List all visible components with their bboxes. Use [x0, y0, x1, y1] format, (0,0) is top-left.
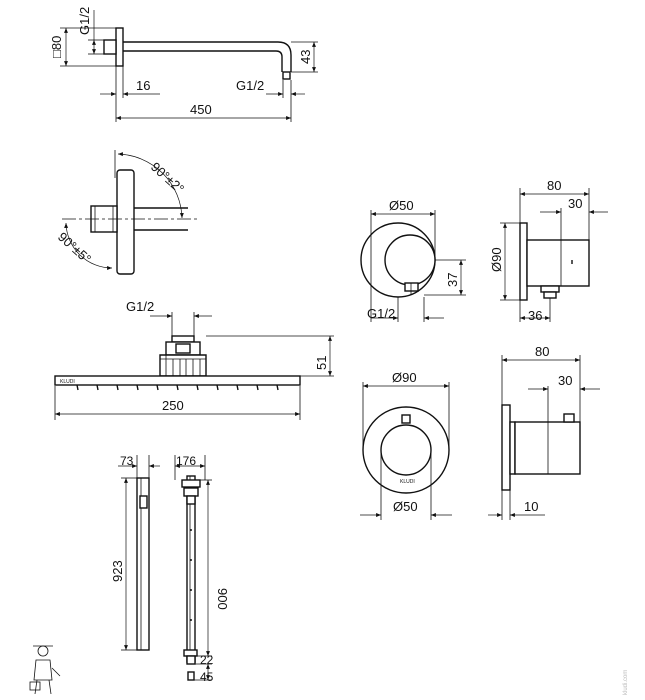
head-width-label: 250: [162, 398, 184, 413]
angle-lower-label: 90°±5°: [55, 229, 94, 266]
head-shower-drawing: KLUDI G1/2 51 250: [54, 299, 334, 420]
outlet-elbow-front-drawing: Ø50 37 G1/2: [360, 198, 466, 322]
head-shower-nozzles: [76, 384, 279, 391]
head-shower-logo: KLUDI: [60, 379, 75, 385]
head-thread-label: G1/2: [126, 299, 154, 314]
elbow-side-bottom-label: 36: [528, 308, 542, 323]
mixer-front-logo: KLUDI: [400, 479, 415, 485]
rail-right-dots: [190, 529, 192, 621]
elbow-front-inner-circle: [384, 234, 436, 286]
rail-right-top-label: 176: [176, 454, 196, 468]
mixer-front-outer-label: Ø90: [392, 370, 417, 385]
arm-drop-label: 43: [298, 50, 313, 64]
arm-wall-flange: [115, 27, 124, 67]
shower-arm-drawing: □80 G1/2 16 450 G1/2 43: [49, 7, 318, 122]
mixer-side-plate-label: 10: [524, 499, 538, 514]
mixer-front-inner-label: Ø50: [393, 499, 418, 514]
arm-outlet-thread: [282, 71, 291, 80]
mixer-side-drawing: 80 30 10: [488, 344, 600, 520]
arm-flange-label: □80: [49, 36, 64, 58]
plumber-mascot-icon: [29, 645, 61, 695]
rail-right-drawing: 176 900 22 45: [174, 454, 230, 684]
angle-wall-plate: [116, 169, 135, 275]
arm-inlet-nut: [103, 39, 117, 55]
arm-outlet-thread-label: G1/2: [236, 78, 264, 93]
arm-pipe-bottom: [123, 50, 283, 72]
watermark-text: kludi.com: [623, 670, 629, 695]
head-shower-plate: [54, 375, 301, 386]
elbow-side-width-label: 80: [547, 178, 561, 193]
rail-right-bottom-b-label: 45: [200, 670, 214, 684]
outlet-elbow-side-drawing: 80 30 Ø90 36: [489, 178, 608, 323]
elbow-front-diameter-label: Ø50: [389, 198, 414, 213]
arm-pipe-top: [123, 41, 292, 72]
rail-right-bottom-a-label: 22: [200, 653, 214, 667]
mixer-side-depth-label: 30: [558, 373, 572, 388]
mixer-side-width-label: 80: [535, 344, 549, 359]
angle-upper-label: 90°±2°: [148, 159, 187, 196]
rail-left-drawing: 73 923: [110, 454, 160, 651]
head-height-label: 51: [314, 356, 329, 370]
rail-right-height-label: 900: [215, 588, 230, 610]
rail-left-top-label: 73: [120, 454, 134, 468]
rail-left-height-label: 923: [110, 560, 125, 582]
elbow-front-height-label: 37: [445, 273, 460, 287]
arm-depth-label: 16: [136, 78, 150, 93]
angle-detail-drawing: 90°±2° 90°±5°: [55, 150, 198, 275]
mixer-front-drawing: KLUDI Ø90 Ø50: [360, 370, 452, 520]
arm-thread-label: G1/2: [77, 7, 92, 35]
elbow-front-thread-label: G1/2: [367, 306, 395, 321]
elbow-side-diameter-label: Ø90: [489, 247, 504, 272]
mixer-front-inner-circle: [380, 424, 432, 476]
arm-length-label: 450: [190, 102, 212, 117]
elbow-side-depth-label: 30: [568, 196, 582, 211]
